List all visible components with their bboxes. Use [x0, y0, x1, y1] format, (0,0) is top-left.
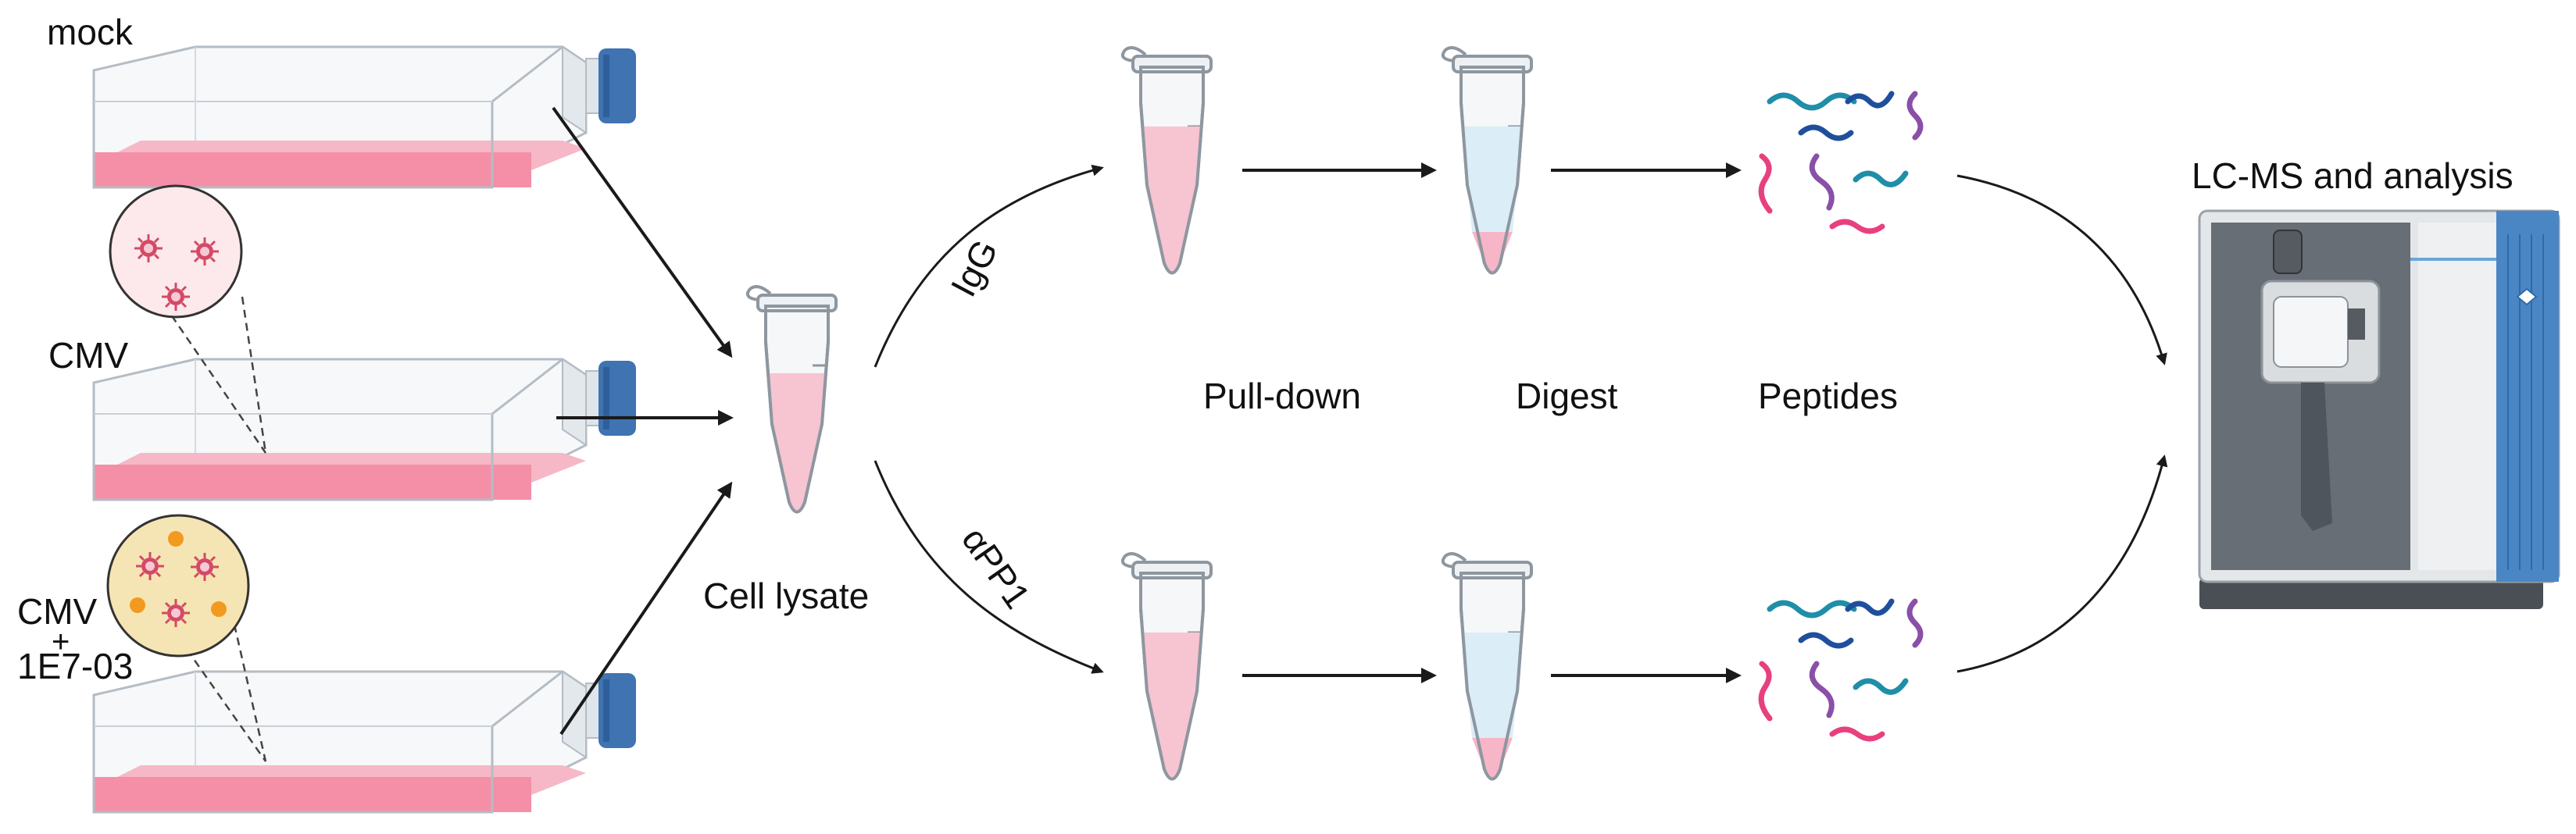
- flask-cmv-drug: [92, 670, 638, 814]
- label-peptides: Peptides: [1758, 376, 1899, 416]
- flask-cmv: [92, 358, 638, 501]
- drug-molecule-icon: [130, 597, 145, 613]
- label-cmv-drug-line1: CMV: [17, 591, 98, 632]
- lysate-tube: [745, 285, 838, 514]
- digest-tube-app1: [1441, 552, 1533, 781]
- virus-icon: [160, 597, 191, 629]
- label-digest: Digest: [1516, 376, 1618, 416]
- label-cmv-drug-line2: 1E7-03: [17, 646, 134, 686]
- label-cmv: CMV: [48, 335, 129, 376]
- peptides-igg: [1761, 94, 1920, 231]
- pulldown-tube-app1: [1120, 552, 1213, 781]
- label-cell-lysate: Cell lysate: [703, 576, 870, 616]
- virus-icon: [189, 551, 220, 583]
- drug-molecule-icon: [168, 531, 184, 547]
- cmv-drug-zoom-inset: [106, 514, 267, 762]
- virus-icon: [160, 281, 191, 312]
- arrows-to-lcms: [1956, 174, 2168, 673]
- flask-mock: [92, 45, 638, 189]
- pulldown-tube-igg: [1120, 46, 1213, 275]
- process-arrows: [1242, 162, 1742, 683]
- virus-icon: [189, 236, 220, 267]
- virus-icon: [133, 233, 164, 264]
- arrows-to-lysate: [552, 106, 734, 736]
- branch-arrows: [874, 164, 1104, 674]
- label-lcms: LC-MS and analysis: [2192, 155, 2513, 196]
- drug-molecule-icon: [211, 601, 227, 617]
- cmv-zoom-inset: [109, 184, 267, 454]
- virus-icon: [134, 551, 166, 582]
- mass-spectrometer-icon: [2198, 209, 2560, 609]
- label-mock: mock: [47, 12, 133, 52]
- label-pull-down: Pull-down: [1203, 376, 1361, 416]
- digest-tube-igg: [1441, 46, 1533, 275]
- peptides-app1: [1761, 601, 1920, 739]
- label-cmv-drug-plus: +: [52, 625, 70, 659]
